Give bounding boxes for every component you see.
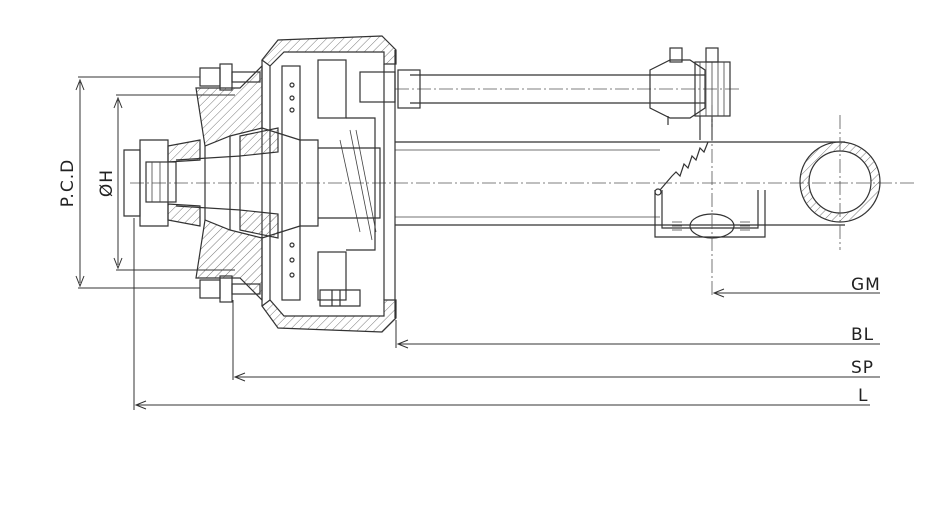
brake-assembly (281, 59, 396, 307)
wheel-hub (195, 64, 381, 302)
bl-dimension: BL (395, 320, 880, 349)
wheel-bearings (167, 127, 279, 239)
l-dimension: L (133, 218, 870, 410)
return-spring (654, 141, 709, 196)
gm-label: GM (851, 275, 881, 295)
h-label: ØH (97, 169, 117, 197)
tube-cross-section (799, 115, 881, 250)
bl-label: BL (851, 325, 874, 345)
sp-label: SP (851, 358, 874, 378)
sp-dimension: SP (232, 300, 880, 382)
l-label: L (858, 386, 868, 406)
camshaft (395, 47, 740, 140)
spring-seat (654, 105, 766, 298)
pcd-label: P.C.D (58, 159, 78, 207)
hub-cap (123, 139, 241, 227)
gm-dimension: GM (712, 275, 881, 298)
h-dimension: ØH (97, 94, 235, 271)
pcd-dimension: P.C.D (58, 76, 200, 289)
axle-beam (395, 141, 845, 226)
